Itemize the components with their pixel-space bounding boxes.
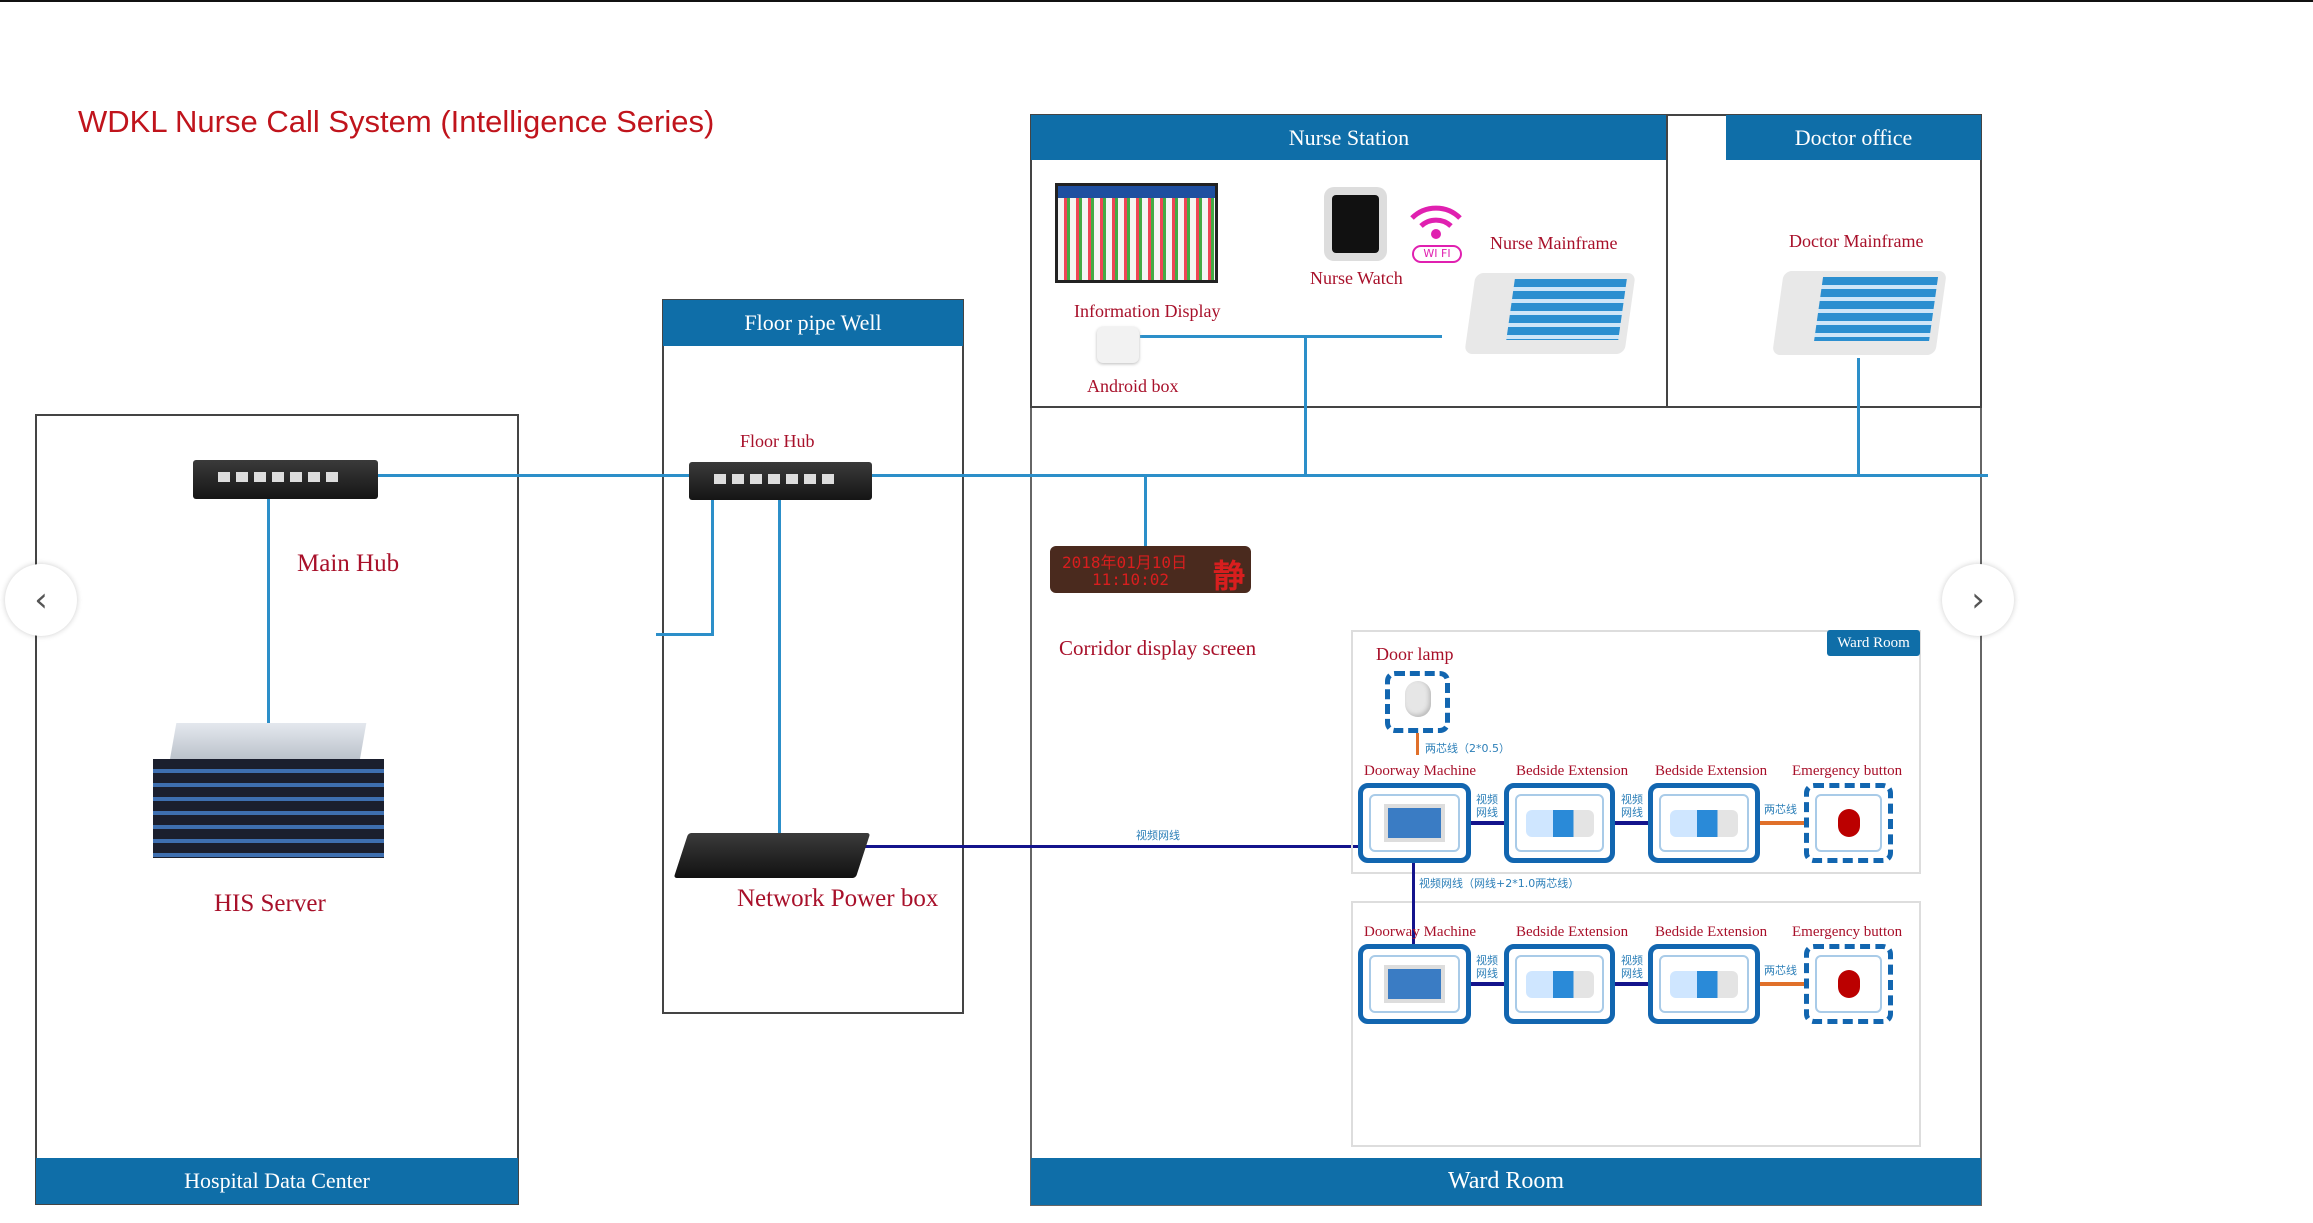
ward-device-label: Bedside Extension — [1655, 763, 1768, 779]
main-hub-device — [193, 460, 378, 499]
previous-slide-button[interactable]: ‹ — [5, 564, 77, 636]
riser-cable-label: 视频网线（网线+2*1.0两芯线） — [1419, 877, 1580, 890]
network-power-box-label: Network Power box — [737, 885, 939, 912]
bedside-extension-icon — [1648, 783, 1760, 863]
door-lamp-cable-label: 两芯线（2*0.5） — [1425, 742, 1510, 755]
his-server-icon — [153, 723, 384, 858]
ward-connector-line — [1471, 821, 1504, 825]
riser-cable-line — [1412, 863, 1415, 944]
ward-device-label: Doorway Machine — [1364, 924, 1477, 940]
doctor-mainframe-label: Doctor Mainframe — [1789, 231, 1924, 251]
floor-pipe-well-panel — [662, 299, 964, 1014]
his-server-label: HIS Server — [214, 890, 326, 917]
bedside-extension-icon — [1504, 944, 1615, 1024]
ward-connector-line — [1471, 982, 1504, 986]
hospital-data-center-header: Hospital Data Center — [36, 1158, 518, 1204]
top-border — [0, 0, 2313, 2]
floor-pipe-well-header: Floor pipe Well — [663, 300, 963, 346]
ward-connector-label: 视频 网线 — [1621, 954, 1643, 980]
doorway-machine-icon — [1358, 944, 1471, 1024]
ward-device-label: Bedside Extension — [1655, 924, 1768, 940]
ward-connector-line — [1760, 821, 1804, 825]
chevron-left-icon: ‹ — [34, 580, 48, 620]
ward-connector-line — [1615, 821, 1648, 825]
corridor-time: 11:10:02 — [1092, 570, 1170, 589]
door-lamp-cable — [1416, 733, 1419, 755]
door-lamp-icon — [1385, 671, 1450, 733]
main-hub-label: Main Hub — [297, 550, 400, 577]
hub-server-line — [267, 499, 270, 724]
door-lamp-label: Door lamp — [1376, 644, 1454, 664]
corridor-status: 静 — [1212, 557, 1245, 595]
corridor-display-line — [1144, 476, 1147, 546]
wifi-icon: WI FI — [1406, 204, 1466, 263]
emergency-button-icon — [1804, 944, 1893, 1024]
floor-hub-label: Floor Hub — [740, 431, 815, 451]
nurse-watch-label: Nurse Watch — [1310, 268, 1403, 288]
backbone-line — [378, 474, 1988, 477]
ward-connector-label: 视频 网线 — [1476, 793, 1498, 819]
doctor-office-line — [1857, 358, 1860, 475]
ward-room-header: Ward Room — [1031, 1158, 1981, 1205]
corridor-date: 2018年01月10日 — [1062, 553, 1188, 572]
ward-connector-label: 视频 网线 — [1476, 954, 1498, 980]
ward-device-label: Bedside Extension — [1516, 763, 1629, 779]
nurse-watch-icon — [1324, 187, 1387, 261]
floor-hub-branch-line — [656, 633, 714, 636]
corridor-display-label: Corridor display screen — [1059, 636, 1257, 660]
video-cable-line — [863, 845, 1359, 848]
nurse-station-line — [1304, 335, 1307, 475]
android-box-icon — [1097, 327, 1139, 363]
ward-connector-line — [1760, 982, 1804, 986]
floor-hub-drop-line — [711, 500, 714, 636]
ward-device-label: Doorway Machine — [1364, 763, 1477, 779]
doctor-office-header: Doctor office — [1726, 115, 1981, 160]
ward-connector-label: 两芯线 — [1764, 964, 1797, 977]
chevron-right-icon: › — [1971, 580, 1985, 620]
ward-room-badge: Ward Room — [1827, 630, 1920, 656]
nurse-mainframe-label: Nurse Mainframe — [1490, 233, 1618, 253]
ward-room-row-2 — [1351, 901, 1921, 1147]
ward-room-row-1 — [1351, 630, 1921, 874]
nurse-station-header: Nurse Station — [1031, 115, 1667, 160]
nurse-mainframe-icon — [1464, 273, 1636, 354]
ward-device-label: Bedside Extension — [1516, 924, 1629, 940]
ward-connector-label: 视频 网线 — [1621, 793, 1643, 819]
ward-device-label: Emergency button — [1792, 924, 1903, 940]
ward-connector-line — [1615, 982, 1648, 986]
nurse-station-bus — [1140, 335, 1442, 338]
doctor-mainframe-icon — [1772, 271, 1947, 355]
ward-device-label: Emergency button — [1792, 763, 1903, 779]
doctor-office-panel — [1666, 114, 1982, 408]
doorway-machine-icon — [1358, 783, 1471, 863]
next-slide-button[interactable]: › — [1942, 564, 2014, 636]
video-cable-label: 视频网线 — [1136, 829, 1180, 842]
information-display-label: Information Display — [1074, 301, 1221, 321]
bedside-extension-icon — [1648, 944, 1760, 1024]
network-power-box-icon — [673, 833, 871, 878]
bedside-extension-icon — [1504, 783, 1615, 863]
information-display-icon — [1055, 183, 1218, 283]
emergency-button-icon — [1804, 783, 1893, 863]
floor-hub-device — [689, 462, 872, 500]
ward-connector-label: 两芯线 — [1764, 803, 1797, 816]
page-title: WDKL Nurse Call System (Intelligence Ser… — [78, 104, 715, 139]
android-box-label: Android box — [1087, 376, 1179, 396]
corridor-display-screen: 2018年01月10日 11:10:02 静 — [1050, 546, 1251, 595]
floor-hub-power-line — [778, 500, 781, 846]
wifi-label: WI FI — [1412, 245, 1462, 263]
